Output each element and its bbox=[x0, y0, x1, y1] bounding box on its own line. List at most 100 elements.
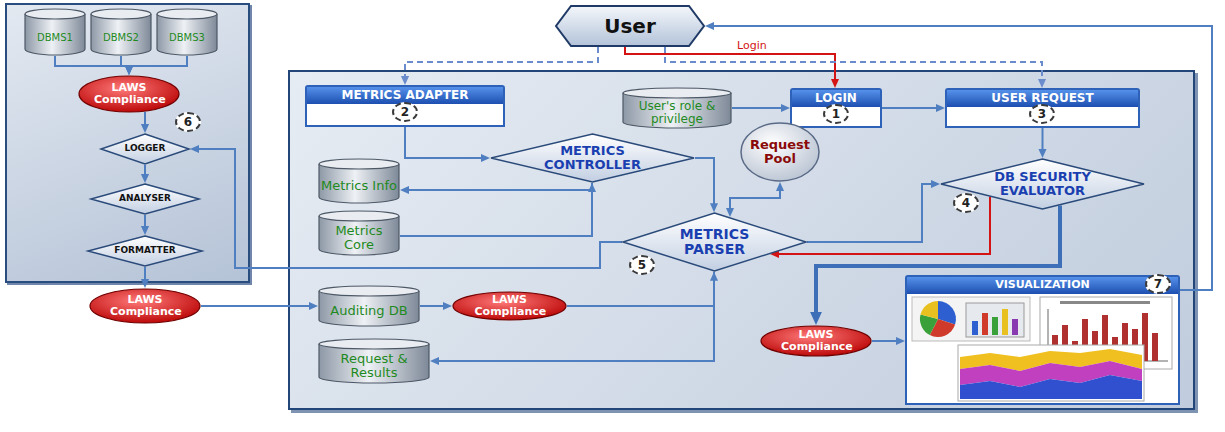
connector-line bbox=[405, 47, 598, 79]
arrow-head bbox=[1039, 149, 1047, 158]
callout-number: 3 bbox=[1038, 108, 1046, 120]
node-text: LAWS Compliance bbox=[94, 82, 164, 106]
arrow-head bbox=[125, 66, 133, 75]
connector-line bbox=[665, 47, 1042, 82]
arrow-head bbox=[931, 180, 940, 188]
node-text: DB SECURITY EVALUATOR bbox=[963, 170, 1123, 199]
compliance-oval: LAWS Compliance bbox=[760, 325, 872, 357]
node-text: METRICS PARSER bbox=[650, 227, 780, 258]
node-text: User bbox=[604, 15, 656, 37]
node-label-area: FORMATTER bbox=[87, 235, 203, 267]
database-cylinder: Metrics Core bbox=[318, 210, 400, 256]
callout-number: 7 bbox=[1154, 278, 1162, 290]
connector bbox=[400, 183, 592, 194]
connector-line bbox=[129, 56, 187, 69]
node-text: DBMS2 bbox=[103, 32, 139, 43]
callout-circle: 5 bbox=[629, 255, 655, 275]
arrow-head bbox=[125, 66, 133, 75]
process-diamond: FORMATTER bbox=[87, 235, 203, 267]
arrow-head bbox=[430, 357, 439, 365]
database-cylinder: DBMS3 bbox=[156, 8, 218, 56]
arrow-head bbox=[936, 104, 945, 112]
connector bbox=[665, 47, 1046, 88]
callout-circle: 1 bbox=[823, 104, 849, 124]
connector-line bbox=[400, 189, 592, 236]
node-text: LAWS Compliance bbox=[475, 294, 545, 318]
connector bbox=[625, 47, 839, 88]
node-text: LAWS Compliance bbox=[110, 294, 180, 318]
node-label-area: LOGGER bbox=[100, 133, 190, 165]
connector bbox=[141, 112, 149, 133]
compliance-oval: LAWS Compliance bbox=[89, 288, 201, 324]
edge-label: Login bbox=[737, 39, 767, 52]
node-text: LAWS Compliance bbox=[781, 329, 851, 353]
compliance-oval: LAWS Compliance bbox=[78, 75, 180, 113]
connector bbox=[430, 272, 714, 365]
arrow-head bbox=[141, 279, 149, 288]
node-text: DBMS3 bbox=[169, 32, 205, 43]
arrow-head bbox=[810, 312, 822, 325]
connector-line bbox=[807, 184, 934, 242]
connector bbox=[201, 302, 318, 310]
arrow-head bbox=[141, 226, 149, 235]
node-label-area: User bbox=[555, 5, 705, 47]
node-text: LOGGER bbox=[125, 144, 166, 154]
node-label-area: ANALYSER bbox=[90, 183, 200, 215]
node-label-area: VISUALIZATION bbox=[907, 277, 1178, 294]
callout-number: 2 bbox=[401, 106, 409, 118]
connector-line bbox=[732, 107, 784, 109]
node-text: Auditing DB bbox=[330, 304, 407, 318]
database-cylinder: User's role & privilege bbox=[622, 87, 732, 129]
connector bbox=[810, 206, 1060, 325]
node-text: Request Pool bbox=[745, 138, 815, 167]
process-diamond: METRICS CONTROLLER bbox=[490, 133, 695, 183]
arrow-head bbox=[481, 154, 490, 162]
connector bbox=[695, 158, 718, 212]
arrow-head bbox=[710, 203, 718, 212]
arrow-head bbox=[190, 145, 199, 153]
node-text: METRICS ADAPTER bbox=[342, 89, 469, 102]
connector-line bbox=[420, 305, 446, 307]
callout-circle: 4 bbox=[953, 193, 979, 213]
arrow-head bbox=[831, 79, 839, 88]
connector-line bbox=[55, 56, 129, 69]
callout-circle: 3 bbox=[1029, 104, 1055, 124]
connector-line bbox=[730, 188, 780, 210]
connector bbox=[807, 180, 940, 242]
connector bbox=[1039, 128, 1047, 158]
node-label-area: LAWS Compliance bbox=[452, 291, 567, 321]
connector-line bbox=[816, 206, 1060, 316]
callout-circle: 2 bbox=[392, 102, 418, 122]
node-label-area: DBMS3 bbox=[156, 8, 218, 56]
arrow-head bbox=[141, 174, 149, 183]
node-text: VISUALIZATION bbox=[995, 279, 1090, 291]
callout-number: 5 bbox=[638, 259, 646, 271]
connector-line bbox=[567, 278, 714, 306]
database-cylinder: Request & Results bbox=[318, 338, 430, 384]
node-label-area: METRICS CONTROLLER bbox=[490, 133, 695, 183]
arrow-head bbox=[400, 186, 409, 194]
callout-number: 6 bbox=[184, 116, 192, 128]
node-text: ANALYSER bbox=[119, 194, 171, 204]
node-text: DBMS1 bbox=[37, 32, 73, 43]
connector-line bbox=[405, 127, 484, 158]
callout-circle: 6 bbox=[175, 112, 201, 132]
node-label-area: LAWS Compliance bbox=[89, 288, 201, 324]
node-label-area: Auditing DB bbox=[318, 285, 420, 327]
connector bbox=[400, 183, 596, 236]
connector-line bbox=[406, 183, 592, 190]
node-label-area: Metrics Info bbox=[318, 158, 400, 204]
connector bbox=[732, 104, 790, 112]
node-text: Request & Results bbox=[324, 352, 424, 381]
arrow-head bbox=[726, 208, 734, 217]
arrow-head bbox=[705, 22, 714, 30]
node-label-area: LAWS Compliance bbox=[78, 75, 180, 113]
connector-line bbox=[201, 305, 312, 307]
chart-thumbnails bbox=[910, 295, 1176, 403]
connector bbox=[567, 272, 718, 306]
actor-hexagon: User bbox=[555, 5, 705, 47]
connector-line bbox=[1042, 128, 1044, 152]
connector bbox=[141, 165, 149, 183]
connector-line bbox=[872, 340, 899, 342]
